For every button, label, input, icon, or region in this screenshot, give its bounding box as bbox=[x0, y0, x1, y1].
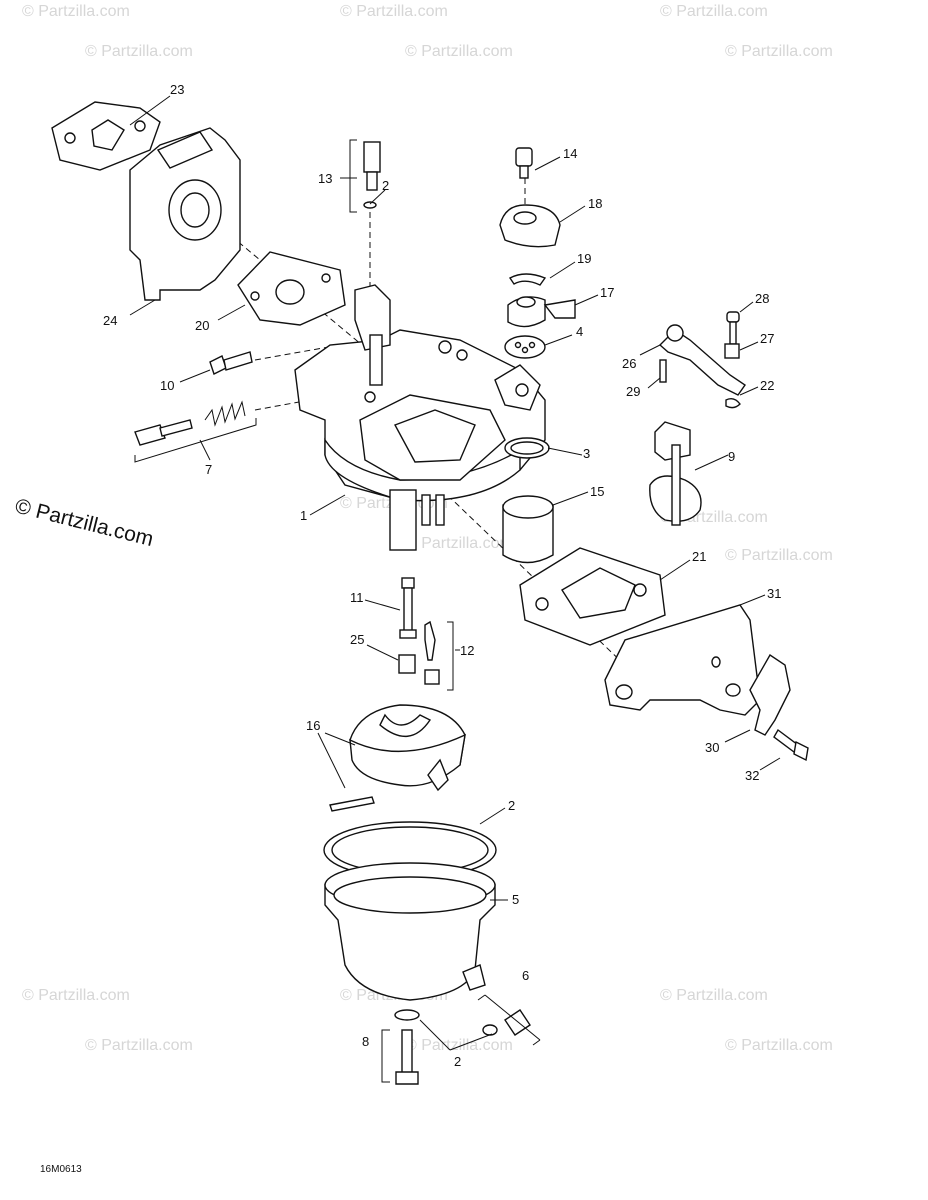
callout-label: 13 bbox=[318, 171, 332, 186]
callout-label: 14 bbox=[563, 146, 577, 161]
float-15 bbox=[502, 495, 554, 564]
callout-label: 15 bbox=[590, 484, 604, 499]
gasket-21 bbox=[519, 547, 666, 646]
clip-30 bbox=[749, 654, 791, 736]
watermark: © Partzilla.com bbox=[660, 3, 768, 20]
screw-10 bbox=[209, 351, 253, 375]
screw-spring-7 bbox=[134, 400, 257, 463]
lever-assembly bbox=[658, 311, 746, 409]
watermark: © Partzilla.com bbox=[725, 1037, 833, 1054]
watermark: © Partzilla.com bbox=[405, 1037, 513, 1054]
bowl-gasket-2 bbox=[323, 821, 497, 879]
main-jet-11 bbox=[399, 577, 417, 639]
leader-lines bbox=[129, 95, 781, 1051]
callout-label: 17 bbox=[600, 285, 614, 300]
callout-label: 3 bbox=[583, 446, 590, 461]
callout-label: 2 bbox=[382, 178, 389, 193]
callout-label: 30 bbox=[705, 740, 719, 755]
callout-label: 25 bbox=[350, 632, 364, 647]
watermark: © Partzilla.com bbox=[725, 547, 833, 564]
watermark: © Partzilla.com bbox=[340, 3, 448, 20]
jet-25 bbox=[398, 654, 416, 674]
callout-label: 5 bbox=[512, 892, 519, 907]
callout-label: 1 bbox=[300, 508, 307, 523]
gasket-23 bbox=[51, 101, 161, 171]
watermark: © Partzilla.com bbox=[405, 535, 513, 552]
callout-label: 12 bbox=[460, 643, 474, 658]
bracket-31 bbox=[604, 604, 761, 716]
callout-label: 32 bbox=[745, 768, 759, 783]
carburetor-body-1 bbox=[294, 284, 546, 551]
callout-label: 9 bbox=[728, 449, 735, 464]
callout-label: 10 bbox=[160, 378, 174, 393]
callout-label: 21 bbox=[692, 549, 706, 564]
pilot-screw-13 bbox=[349, 139, 381, 213]
callout-label: 19 bbox=[577, 251, 591, 266]
callout-label: 7 bbox=[205, 462, 212, 477]
gasket-20 bbox=[237, 251, 346, 326]
callout-label: 8 bbox=[362, 1034, 369, 1049]
callout-label: 31 bbox=[767, 586, 781, 601]
callout-label: 29 bbox=[626, 384, 640, 399]
callout-label: 23 bbox=[170, 82, 184, 97]
watermark: © Partzilla.com bbox=[85, 43, 193, 60]
callout-label: 27 bbox=[760, 331, 774, 346]
drawing-code: 16M0613 bbox=[40, 1164, 82, 1175]
oring-3 bbox=[504, 437, 550, 459]
callout-label: 20 bbox=[195, 318, 209, 333]
bracket-24 bbox=[129, 127, 241, 301]
callout-label: 2 bbox=[454, 1054, 461, 1069]
watermark: © Partzilla.com bbox=[660, 987, 768, 1004]
bracket-9 bbox=[649, 421, 702, 526]
callout-label: 6 bbox=[522, 968, 529, 983]
watermark: © Partzilla.com bbox=[405, 43, 513, 60]
watermark: © Partzilla.com bbox=[725, 43, 833, 60]
callout-label: 24 bbox=[103, 313, 117, 328]
needle-12 bbox=[424, 620, 454, 691]
callout-label: 18 bbox=[588, 196, 602, 211]
callout-label: 11 bbox=[350, 590, 364, 605]
callout-label: 28 bbox=[755, 291, 769, 306]
bolt-8 bbox=[381, 1009, 420, 1085]
callout-label: 16 bbox=[306, 718, 320, 733]
callout-label: 4 bbox=[576, 324, 583, 339]
callout-label: 22 bbox=[760, 378, 774, 393]
drain-screw-6 bbox=[477, 994, 541, 1046]
callout-label: 2 bbox=[508, 798, 515, 813]
float-bowl-5 bbox=[324, 862, 496, 1001]
float-16 bbox=[329, 704, 466, 812]
watermark: © Partzilla.com bbox=[85, 1037, 193, 1054]
callout-label: 26 bbox=[622, 356, 636, 371]
watermark-main: © Partzilla.com bbox=[13, 495, 156, 552]
screw-32 bbox=[773, 728, 809, 762]
float-stack bbox=[499, 147, 576, 359]
watermark: © Partzilla.com bbox=[22, 3, 130, 20]
callout-labels: 23 13 2 14 18 19 17 4 24 20 28 27 26 29 … bbox=[103, 82, 781, 1069]
watermark: © Partzilla.com bbox=[22, 987, 130, 1004]
